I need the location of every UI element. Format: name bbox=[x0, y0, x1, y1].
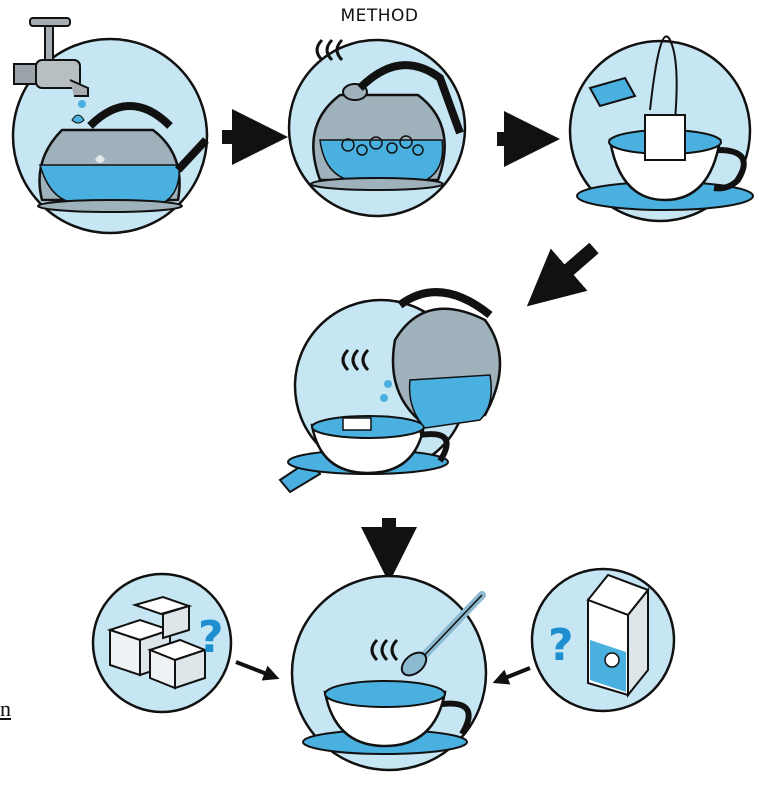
milk-carton-icon bbox=[588, 575, 648, 695]
step-5-stir-tea bbox=[292, 576, 486, 770]
arrow-step3-to-step4 bbox=[548, 248, 594, 288]
step-1-fill-kettle bbox=[13, 18, 207, 233]
milk-question-mark: ? bbox=[548, 620, 574, 671]
optional-sugar: ? bbox=[93, 574, 231, 712]
arrow-milk-to-cup bbox=[500, 668, 530, 680]
step-4-pour-water bbox=[280, 292, 500, 492]
optional-milk: ? bbox=[532, 569, 674, 711]
step-2-boil-kettle bbox=[289, 40, 465, 216]
step-3-teabag-cup bbox=[570, 36, 753, 221]
sugar-question-mark: ? bbox=[198, 612, 224, 663]
arrow-sugar-to-cup bbox=[236, 662, 272, 676]
